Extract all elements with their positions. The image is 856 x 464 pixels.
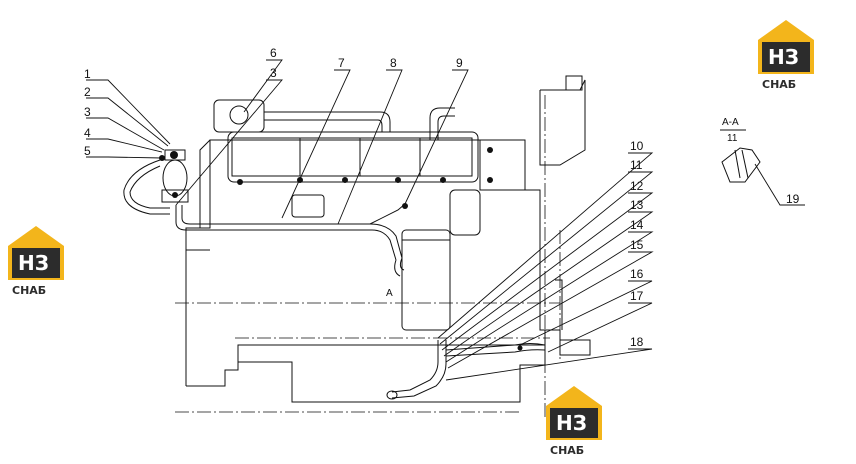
callout-11: 11 — [630, 158, 643, 172]
callout-10: 10 — [630, 139, 644, 153]
callout-6: 6 — [270, 46, 277, 60]
callout-18: 18 — [630, 335, 644, 349]
pump-body — [161, 149, 189, 203]
callout-12: 12 — [630, 179, 644, 193]
callout-16: 16 — [630, 267, 644, 281]
engine-outline — [185, 75, 591, 403]
svg-text:СНАБ: СНАБ — [550, 444, 584, 457]
logo-left: НЗ СНАБ — [8, 226, 64, 297]
callout-2: 4 — [84, 126, 91, 140]
svg-text:НЗ: НЗ — [18, 251, 49, 275]
fittings — [159, 147, 523, 351]
callout-13: 13 — [630, 198, 644, 212]
callout-19: 19 — [786, 192, 800, 206]
logo-bottom: НЗ СНАБ — [546, 386, 602, 457]
section-title-group: А-А 11 A — [386, 117, 739, 299]
callout-8: 8 — [390, 56, 397, 70]
svg-text:СНАБ: СНАБ — [762, 78, 796, 91]
callout-14: 14 — [630, 218, 644, 232]
section-mark: A — [386, 288, 393, 299]
callout-15: 15 — [630, 238, 644, 252]
callout-3-top: 3 — [270, 66, 277, 80]
callout-labels: 1 2 3 4 5 6 3 7 8 9 10 11 12 13 14 15 16… — [84, 46, 800, 349]
section-title: А-А — [722, 117, 739, 128]
callout-7: 7 — [338, 56, 345, 70]
callout-9: 9 — [456, 56, 463, 70]
callout-1: 5 — [84, 144, 91, 158]
section-view — [720, 129, 761, 183]
section-scale: 11 — [727, 133, 738, 144]
centerlines — [175, 95, 561, 420]
callout-4: 2 — [84, 85, 91, 99]
oil-pipes — [123, 159, 546, 400]
callout-5: 1 — [84, 67, 91, 81]
callout-17: 17 — [630, 289, 644, 303]
svg-text:СНАБ: СНАБ — [12, 284, 46, 297]
svg-text:НЗ: НЗ — [768, 45, 799, 69]
logo-top-right: НЗ СНАБ — [758, 20, 814, 91]
callout-3-left: 3 — [84, 105, 91, 119]
svg-text:НЗ: НЗ — [556, 411, 587, 435]
leader-lines — [86, 59, 805, 381]
